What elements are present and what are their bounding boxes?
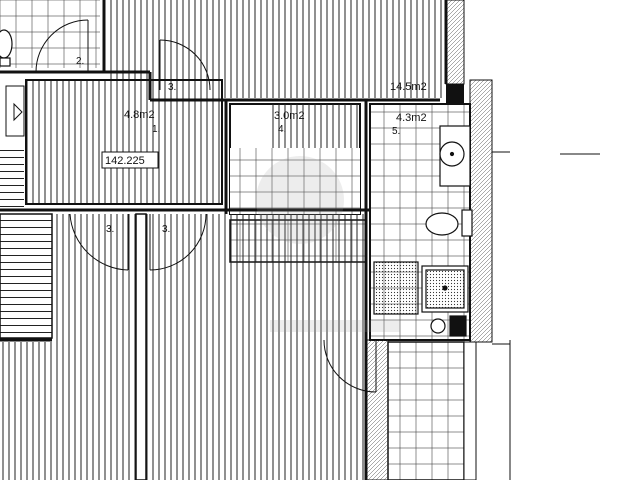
room-4-number: 4. (278, 124, 286, 135)
living-area: 14.5m2 (390, 81, 427, 93)
laundry-area (373, 261, 419, 315)
walls (0, 0, 448, 480)
door-room-3-right (149, 213, 207, 271)
room-1-area: 4.8m2 (124, 109, 155, 121)
door-swings (35, 19, 377, 393)
partition-wall-vertical (135, 213, 147, 480)
bathroom-fixtures (373, 125, 473, 337)
room-1-number: 1. (152, 124, 160, 135)
door-bottom-right (323, 339, 377, 393)
room-4-area: 3.0m2 (274, 110, 305, 122)
room-3-left-number: 3. (106, 224, 114, 235)
door-top-room-3 (159, 39, 211, 91)
balcony-wall-right (463, 341, 477, 480)
door-room-3-left (69, 213, 129, 271)
room-5-number: 5. (392, 126, 400, 137)
watermark-logo (256, 156, 400, 332)
exterior-wall-right (469, 79, 493, 343)
left-strip-floor (0, 150, 24, 208)
wc-top-left (0, 29, 13, 67)
room-5-area: 4.3m2 (396, 112, 427, 124)
left-door-panel (5, 85, 25, 137)
elevation-badge: 142.225 (101, 151, 159, 169)
wall-segment-bottom (365, 339, 389, 480)
balcony-floor (387, 341, 465, 480)
room-3-left-floor (52, 214, 136, 342)
bottom-left-room-floor (0, 342, 136, 480)
room-3-top-number: 3. (168, 82, 176, 93)
exterior-wall-right-top (445, 0, 465, 85)
column-dark-bottom (449, 315, 467, 337)
drain-icon (430, 318, 446, 334)
toilet-tank (461, 209, 473, 237)
toilet-icon (425, 212, 459, 236)
room-4-hatch (268, 104, 360, 148)
arrow-left-icon (13, 102, 23, 122)
door-room-2 (35, 19, 89, 73)
room-4-tile (230, 148, 360, 214)
dimension-marks (492, 151, 600, 480)
bottom-left-strip (0, 213, 53, 339)
room-1-elevation: 142.225 (105, 155, 145, 167)
column-dark (446, 84, 464, 106)
room-2-number: 2. (76, 56, 84, 67)
room-3-right-number: 3. (162, 224, 170, 235)
room-3-right-floor (146, 214, 366, 480)
room-2-floor (0, 0, 100, 68)
